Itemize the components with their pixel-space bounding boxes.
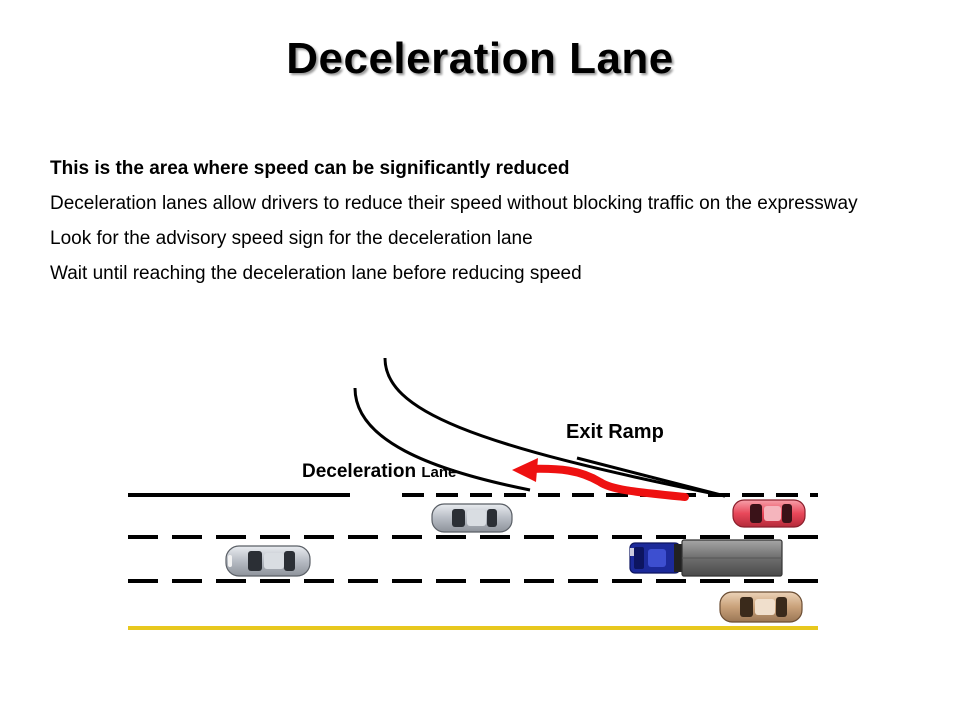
deceleration-lane-label-small: Lane <box>421 464 456 481</box>
ramp-gore-line <box>576 456 726 498</box>
exit-ramp-label: Exit Ramp <box>566 421 664 443</box>
bullet-list: This is the area where speed can be sign… <box>50 156 910 296</box>
bullet-item: Look for the advisory speed sign for the… <box>50 228 533 249</box>
exit-ramp-outer-edge <box>383 357 726 498</box>
car-icon <box>732 499 806 528</box>
car-icon <box>225 545 311 577</box>
page-title: Deceleration Lane <box>286 34 674 83</box>
exit-ramp-inner-edge <box>353 387 531 492</box>
bullet-item: Wait until reaching the deceleration lan… <box>50 263 582 284</box>
car-icon <box>719 591 803 623</box>
deceleration-lane-label: Deceleration Lane <box>302 461 456 482</box>
bullet-item: Deceleration lanes allow drivers to redu… <box>50 193 858 214</box>
truck-icon <box>629 539 783 577</box>
deceleration-lane-label-main: Deceleration <box>302 461 421 482</box>
bullet-item: This is the area where speed can be sign… <box>50 158 570 179</box>
arrow-icon <box>512 458 689 501</box>
car-icon <box>431 503 513 533</box>
